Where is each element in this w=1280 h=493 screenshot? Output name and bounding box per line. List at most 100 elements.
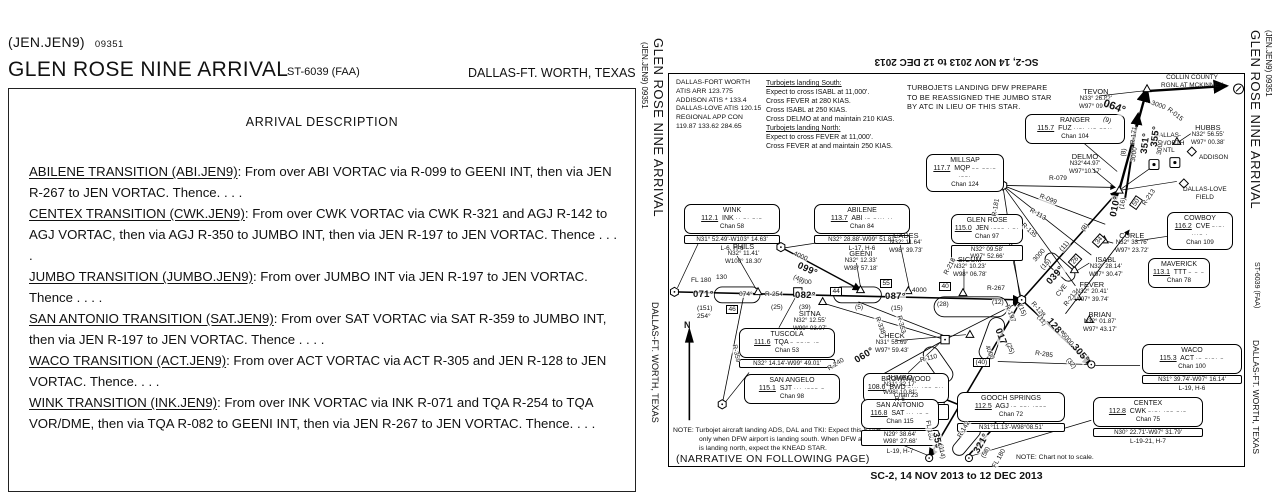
navaid-channel: Chan 97 bbox=[974, 232, 1000, 240]
procedure-code: (JEN.JEN9)09351 bbox=[8, 34, 124, 50]
transition-paragraph: CENTEX TRANSITION (CWK.JEN9): From over … bbox=[29, 203, 621, 266]
fix-triangle-icon bbox=[1084, 314, 1095, 323]
fix-name: JUMBO bbox=[886, 373, 913, 382]
coordinate-line: W97° 52.66' bbox=[970, 252, 1004, 260]
route-label: 087° bbox=[885, 291, 906, 302]
fix-coordinate: N32° 01.87' bbox=[1083, 318, 1116, 326]
route-label: 074° bbox=[739, 291, 753, 298]
route-line bbox=[1118, 165, 1155, 191]
arrival-description-heading: ARRIVAL DESCRIPTION bbox=[245, 115, 399, 129]
holding-oval bbox=[922, 346, 954, 383]
navaid-frequency: 115.1 SJT ··· ·−−− − bbox=[758, 384, 826, 392]
route-line bbox=[677, 240, 700, 289]
enroute-chart-reference: L-19, H-6 bbox=[1178, 385, 1206, 393]
navaid-name: WACO bbox=[1181, 346, 1203, 354]
navaid-frequency: 112.1 INK ·· −· −·− bbox=[701, 214, 763, 222]
navaid-frequency: 117.7 MQP −− −−·− ·−−· bbox=[933, 164, 997, 180]
fix-coordinate: N32° 12.55' bbox=[793, 317, 826, 325]
fix-triangle-icon bbox=[1172, 136, 1182, 145]
navaid-name: CENTEX bbox=[1133, 399, 1163, 407]
right-strip-chart-reference: ST-6039 (FAA) bbox=[1253, 262, 1260, 309]
fix-name: HUBBS bbox=[1195, 123, 1221, 132]
transition-text: : From over SAT VORTAC via SAT R-359 to … bbox=[29, 311, 607, 347]
navaid-frequency: 115.7 FUZ ··−· ··− −−·· bbox=[1037, 124, 1113, 132]
navaid-name: RANGER bbox=[1060, 116, 1090, 124]
vor-center-dot bbox=[1090, 363, 1093, 366]
coordinate-line: N30° 22.71'-W97° 31.79' bbox=[1114, 428, 1182, 436]
coordinate-line: W98° 27.68' bbox=[883, 437, 917, 445]
route-label: (39) bbox=[799, 304, 811, 311]
enroute-chart-reference: L-19, H-7 bbox=[886, 447, 914, 455]
turbojet-line: Expect to cross FEVER at 11,000'. bbox=[766, 134, 874, 141]
enroute-chart-reference: L-19-21, H-7 bbox=[1130, 438, 1166, 446]
fix-triangle-icon bbox=[753, 286, 763, 296]
navaid-coordinates: N31° 52.49'-W103° 14.63' bbox=[684, 234, 780, 244]
navaid-coordinates: N29° 38.64'W98° 27.68' bbox=[861, 429, 939, 447]
coordinate-line: N31° 52.49'-W103° 14.63' bbox=[696, 235, 768, 243]
airport-name-line: DALLAS-LOVE bbox=[1183, 186, 1227, 193]
vor-center-dot bbox=[968, 457, 970, 459]
airport-name-line: FIELD bbox=[1195, 193, 1214, 201]
fix-coordinate: N32° 12.33' bbox=[844, 257, 877, 265]
jumbo-note-line: TURBOJETS LANDING DFW PREPARE bbox=[907, 83, 1048, 92]
navaid-channel: Chan 104 bbox=[1061, 132, 1089, 140]
transition-list: ABILENE TRANSITION (ABI.JEN9): From over… bbox=[29, 161, 621, 434]
transition-name: CENTEX TRANSITION (CWK.JEN9) bbox=[29, 206, 245, 221]
route-label: R-267 bbox=[987, 285, 1005, 292]
airport-name-line: DALLAS- bbox=[1154, 132, 1182, 139]
turbojet-line: Cross DELMO at and maintain 210 KIAS. bbox=[766, 116, 895, 123]
fix-coordinate: N33° 26.82' bbox=[1079, 95, 1112, 103]
route-label: 130 bbox=[716, 274, 728, 281]
route-label: (12) bbox=[992, 299, 1004, 306]
navaid-name: SAN ANGELO bbox=[769, 376, 815, 384]
route-label: (25) bbox=[771, 304, 783, 311]
route-label: 40 bbox=[939, 282, 952, 291]
navaid-frequency: 108.6 BWD −··· ·−− −·· bbox=[867, 383, 945, 391]
route-line bbox=[1099, 90, 1144, 97]
fix-name: CADES bbox=[893, 231, 919, 240]
fix-coordinate: N32° 56.55' bbox=[1191, 131, 1224, 139]
coordinate-line: N31°11.13'-W98°08.51' bbox=[979, 423, 1043, 431]
fix-coordinate: W97°10.17' bbox=[1069, 167, 1101, 175]
route-label: FL 180 bbox=[691, 277, 712, 284]
route-label: (40) bbox=[973, 358, 990, 367]
navaid-frequency: 112.5 AGJ ·− −−· ·−−− bbox=[974, 402, 1048, 410]
fix-name: ISABL bbox=[1095, 255, 1117, 264]
route-label: 082° bbox=[795, 290, 816, 301]
note-line: only when DFW airport is landing south. … bbox=[699, 436, 878, 443]
coordinate-line: N32° 28.88'-W99° 51.81' bbox=[828, 235, 896, 243]
route-line bbox=[778, 294, 798, 328]
navaid-name: ABILENE bbox=[847, 206, 877, 214]
arrival-description-box: ARRIVAL DESCRIPTION ABILENE TRANSITION (… bbox=[8, 88, 636, 492]
transition-paragraph: WACO TRANSITION (ACT.JEN9): From over AC… bbox=[29, 350, 621, 392]
fix-coordinate: W98° 57.18' bbox=[844, 264, 878, 272]
north-label: N bbox=[684, 320, 691, 330]
route-line bbox=[1092, 168, 1116, 188]
navaid-channel: Chan 23 bbox=[893, 391, 919, 399]
chart-location: DALLAS-FT. WORTH, TEXAS bbox=[468, 66, 636, 80]
north-arrow bbox=[684, 326, 694, 421]
navaid-channel: Chan 78 bbox=[1166, 276, 1192, 284]
fix-name: CHECK bbox=[878, 331, 905, 340]
fix-coordinate: W97° 09.30' bbox=[1079, 102, 1113, 110]
route-line bbox=[1178, 133, 1191, 142]
left-strip-procedure-code: (JEN.JEN9) 09351 bbox=[640, 42, 649, 109]
route-label: (28) bbox=[937, 301, 949, 308]
comm-line: DALLAS-FORT WORTH bbox=[676, 79, 751, 86]
